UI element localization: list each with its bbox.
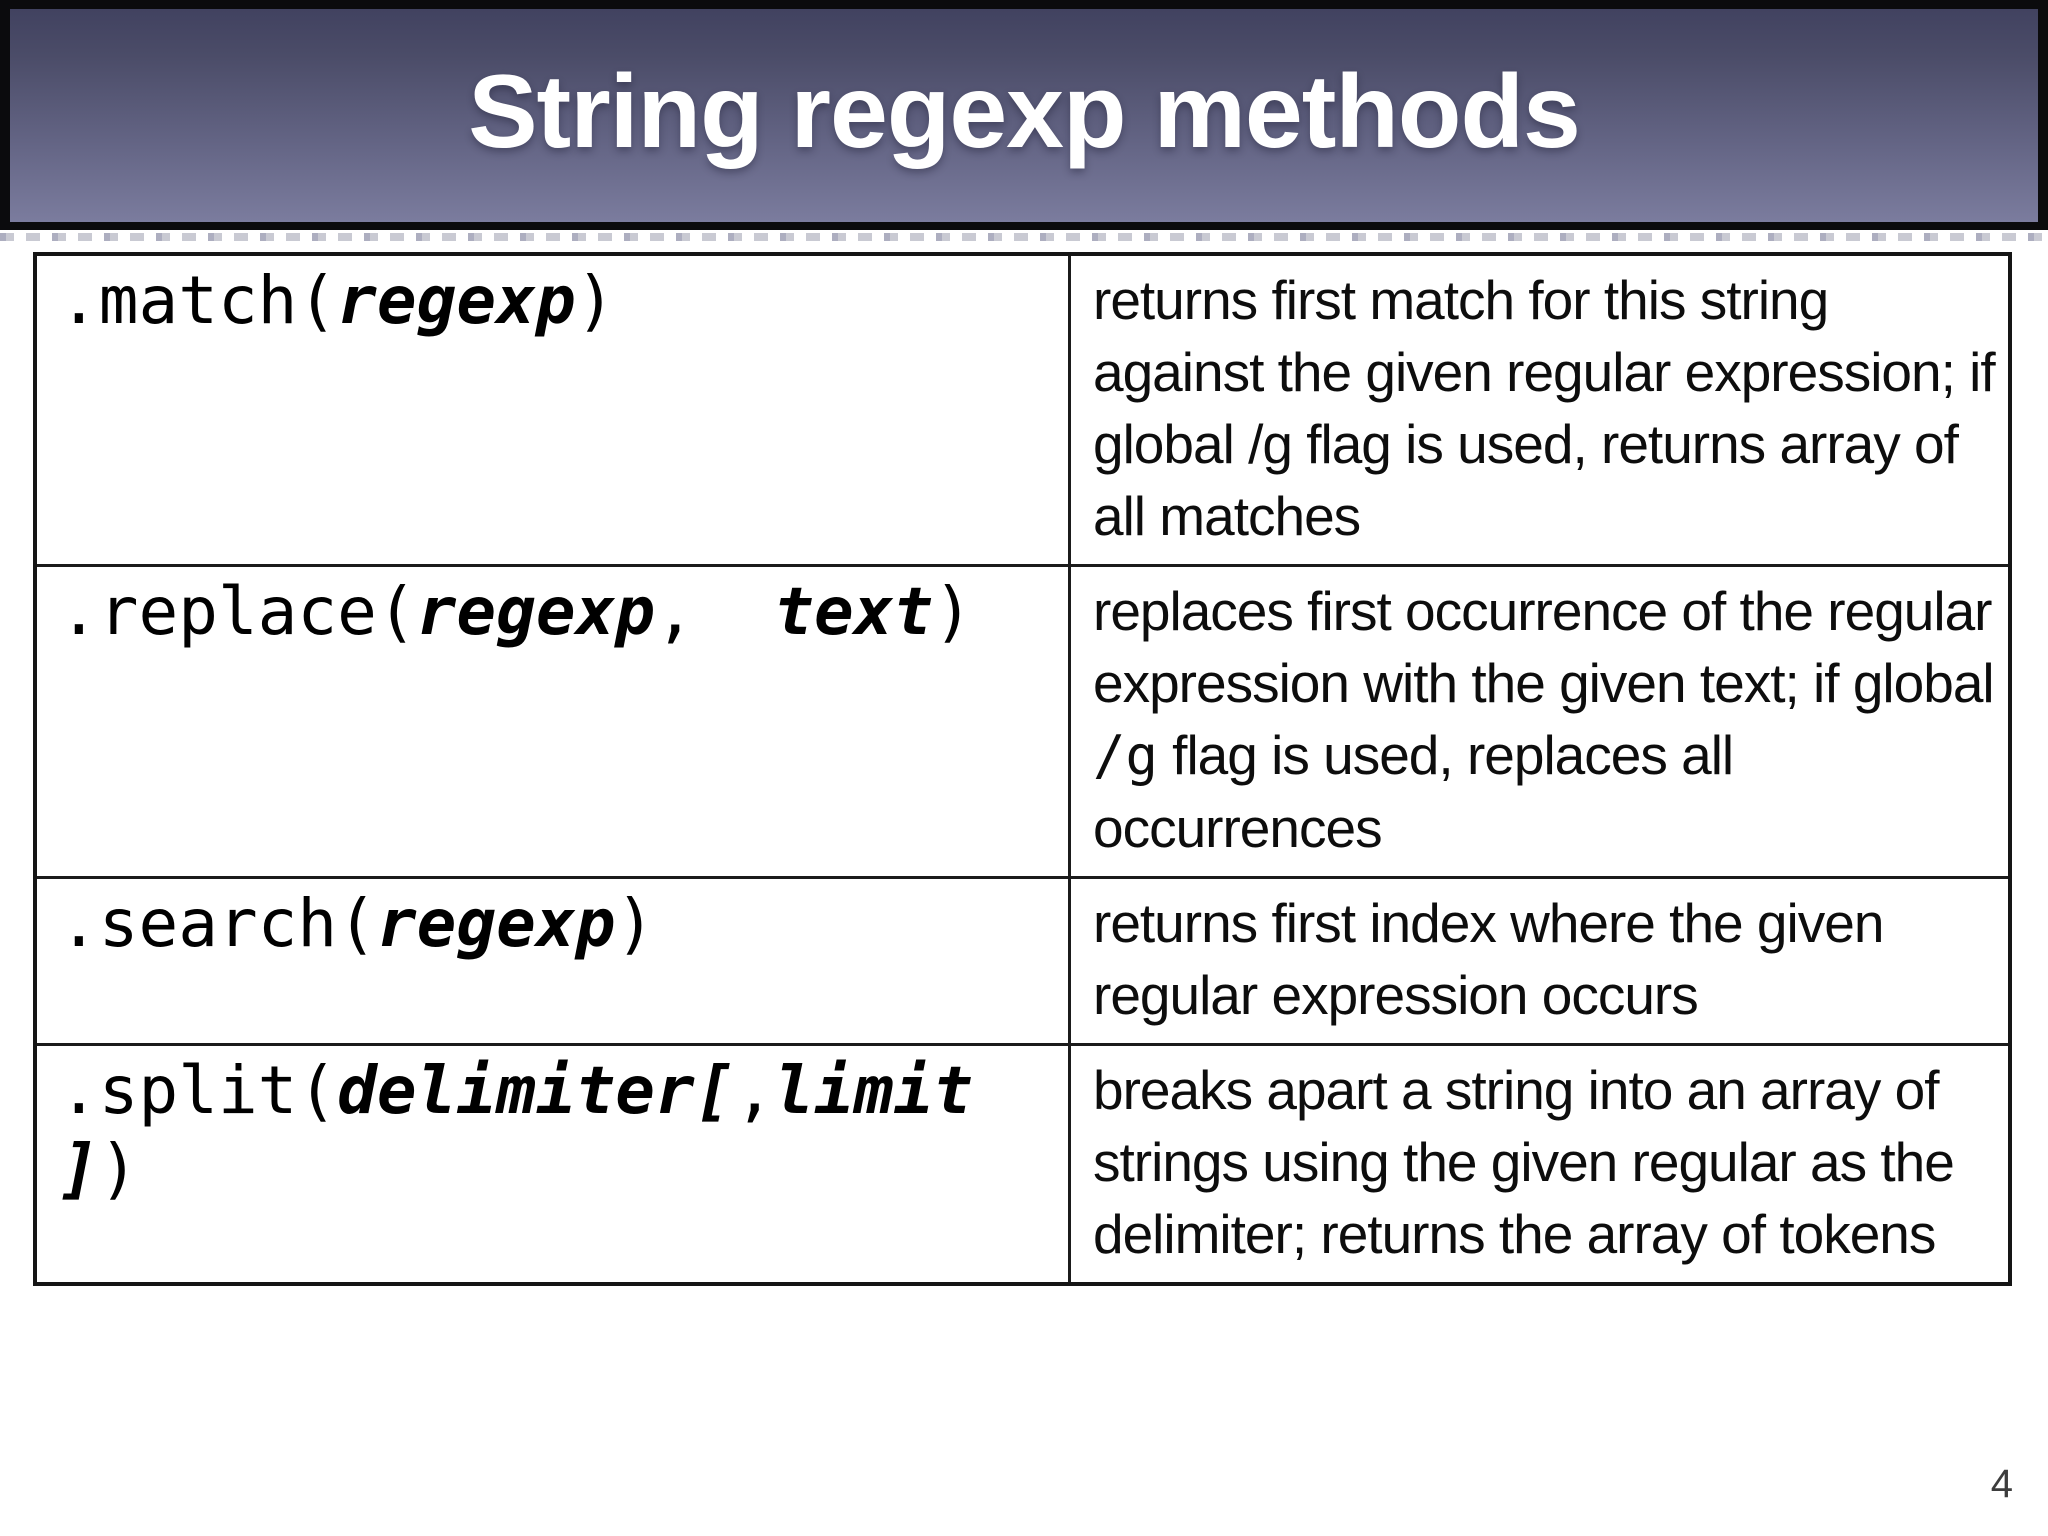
code-line: ])	[59, 1130, 1060, 1208]
text-segment: /g	[1093, 724, 1158, 787]
text-segment: .replace(	[59, 573, 417, 650]
method-signature-search: .search(regexp)	[33, 876, 1071, 1046]
method-description-match: returns first match for this string agai…	[1068, 252, 2012, 567]
text-segment: .match(	[59, 262, 338, 339]
text-segment: replaces first occurrence of the regular…	[1093, 580, 1995, 714]
table-row-split: .split(delimiter[,limit]) breaks apart a…	[33, 1043, 2012, 1286]
text-segment: .split(	[59, 1052, 338, 1129]
code-line: .split(delimiter[,limit	[59, 1052, 1060, 1130]
code-line: .replace(regexp, text)	[59, 573, 1060, 651]
table-row-replace: .replace(regexp, text) replaces first oc…	[33, 564, 2012, 879]
header-banner-frame: String regexp methods	[0, 0, 2048, 230]
code-line: .search(regexp)	[59, 885, 1060, 963]
text-segment: regexp	[416, 573, 656, 650]
method-description-replace: replaces first occurrence of the regular…	[1068, 564, 2012, 879]
method-description-split: breaks apart a string into an array of s…	[1068, 1043, 2012, 1286]
text-segment: delimiter[	[337, 1052, 735, 1129]
text-segment: returns first match for this string agai…	[1093, 269, 1996, 547]
text-segment: returns first index where the given regu…	[1093, 892, 1884, 1026]
method-signature-split: .split(delimiter[,limit])	[33, 1043, 1071, 1286]
table-row-search: .search(regexp) returns first index wher…	[33, 876, 2012, 1046]
slide-title: String regexp methods	[468, 54, 1581, 170]
method-description-search: returns first index where the given regu…	[1068, 876, 2012, 1046]
text-segment: .search(	[59, 885, 377, 962]
code-line: .match(regexp)	[59, 262, 1060, 340]
text-segment: regexp	[376, 885, 616, 962]
dotted-separator-line	[0, 233, 2048, 241]
string-regexp-methods-table: .match(regexp) returns first match for t…	[33, 252, 2012, 1286]
text-segment: ]	[59, 1130, 99, 1207]
method-signature-replace: .replace(regexp, text)	[33, 564, 1071, 879]
page-number: 4	[1990, 1462, 2013, 1506]
text-segment: text	[774, 573, 934, 650]
text-segment: )	[933, 573, 973, 650]
text-segment: flag is used, replaces all occurrences	[1093, 724, 1734, 859]
text-segment: limit	[774, 1052, 973, 1129]
table-row-match: .match(regexp) returns first match for t…	[33, 252, 2012, 567]
text-segment: regexp	[337, 262, 576, 339]
text-segment: )	[615, 885, 656, 962]
text-segment: ,	[734, 1052, 775, 1129]
method-signature-match: .match(regexp)	[33, 252, 1071, 567]
text-segment: ,	[655, 573, 775, 650]
text-segment: )	[575, 262, 616, 339]
header-banner: String regexp methods	[10, 9, 2038, 222]
text-segment: )	[98, 1130, 139, 1207]
text-segment: breaks apart a string into an array of s…	[1093, 1059, 1955, 1265]
